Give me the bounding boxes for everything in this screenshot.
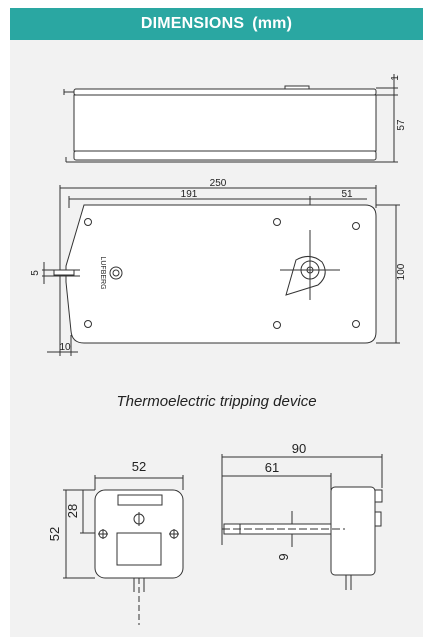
dim-td-90: 90 — [292, 441, 306, 456]
tripping-device-caption: Thermoelectric tripping device — [116, 393, 317, 410]
dim-overall-length: 250 — [210, 178, 227, 189]
dim-191: 191 — [181, 189, 198, 200]
header-title: DIMENSIONS — [140, 15, 245, 32]
actuator-top-view — [42, 185, 400, 356]
dim-side-height: 57 — [396, 119, 407, 131]
dim-51: 51 — [341, 189, 353, 200]
section-header: DIMENSIONS (mm) — [10, 8, 423, 40]
dim-td-width: 52 — [132, 459, 146, 474]
dim-td-61: 61 — [265, 460, 279, 475]
tripping-device-front — [63, 475, 184, 625]
dim-10: 10 — [59, 342, 71, 353]
tripping-device-side — [221, 454, 383, 590]
dim-td-28: 28 — [65, 504, 80, 518]
dim-td-height: 52 — [47, 527, 62, 541]
actuator-logo: LUFBERG — [99, 256, 106, 289]
dim-5: 5 — [30, 270, 41, 276]
dim-td-9: 9 — [276, 553, 291, 560]
dim-side-top: 1 — [390, 75, 401, 81]
dim-top-height: 100 — [396, 263, 407, 280]
actuator-side-view — [63, 74, 398, 163]
header-unit: (mm) — [252, 15, 293, 32]
